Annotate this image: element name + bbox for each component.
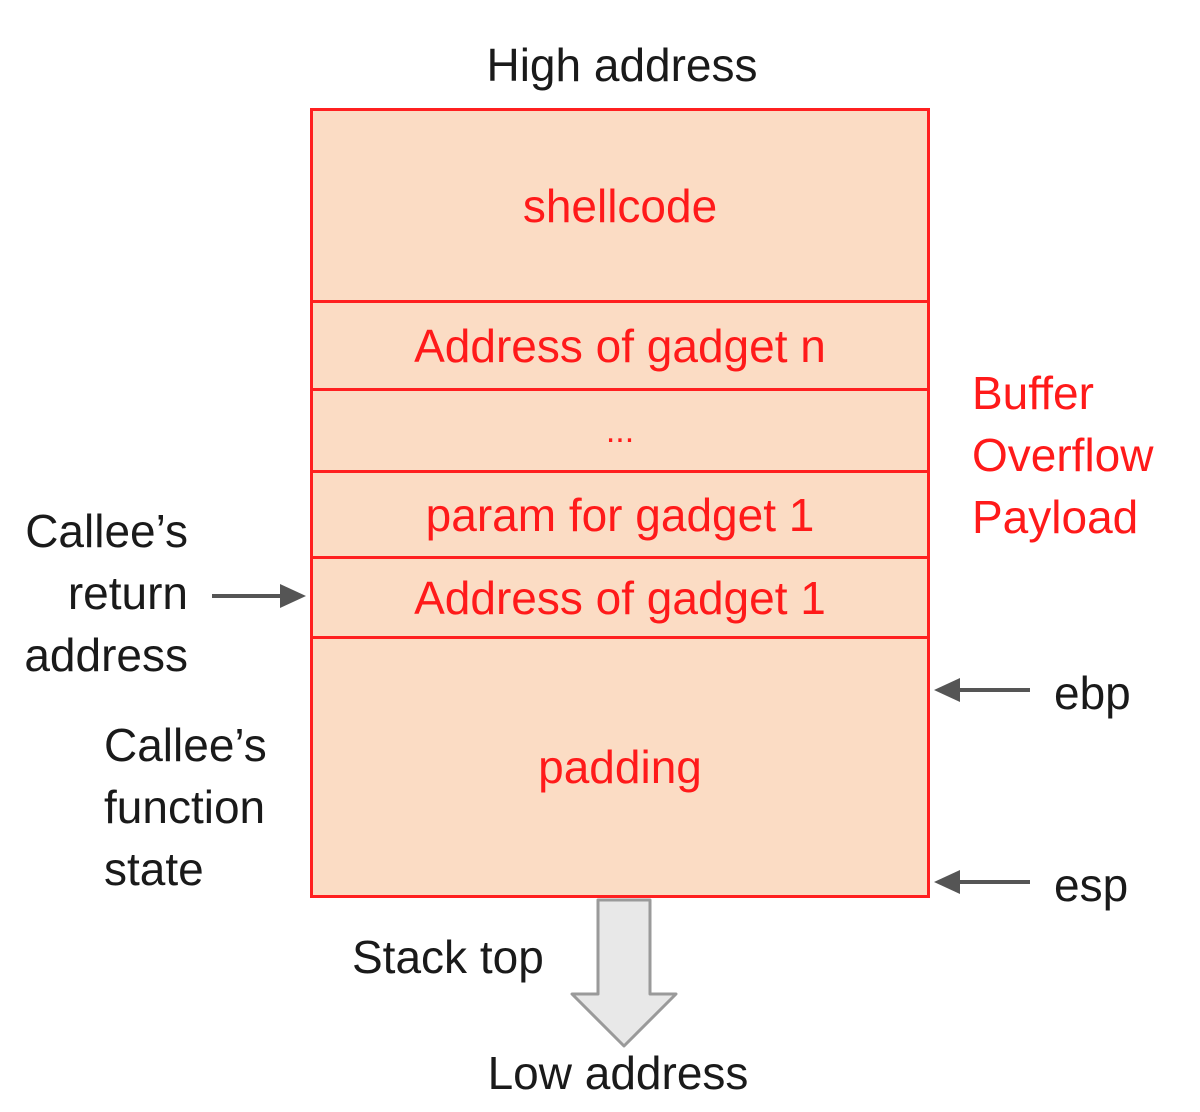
function-state-line-1: Callee’s <box>104 719 267 771</box>
function-state-line-3: state <box>104 843 204 895</box>
low-address-label: Low address <box>487 1047 749 1099</box>
callee-function-state-label: Callee’s function state <box>104 714 267 900</box>
cell-divider <box>313 556 927 559</box>
esp-label: esp <box>1054 859 1129 911</box>
gadget-n-address-cell: Address of gadget n <box>414 320 826 372</box>
return-address-line-1: Callee’s <box>25 505 188 557</box>
cell-divider <box>313 388 927 391</box>
buffer-overflow-payload-label: Buffer Overflow Payload <box>972 362 1153 548</box>
stack-top-down-arrow <box>570 898 678 1048</box>
stack-top-label: Stack top <box>352 931 544 983</box>
return-address-line-3: address <box>24 629 188 681</box>
stack-frame: shellcode Address of gadget n ... param … <box>310 108 930 898</box>
payload-line-3: Payload <box>972 491 1139 543</box>
shellcode-cell: shellcode <box>522 180 718 232</box>
return-address-line-2: return <box>67 567 188 619</box>
ellipsis-cell: ... <box>605 412 635 450</box>
payload-line-2: Overflow <box>972 429 1154 481</box>
function-state-line-2: function <box>104 781 266 833</box>
payload-line-1: Buffer <box>972 367 1094 419</box>
high-address-label: High address <box>486 39 758 91</box>
cell-divider <box>313 300 927 303</box>
ebp-arrow <box>934 678 1030 702</box>
gadget-1-address-cell: Address of gadget 1 <box>414 572 826 624</box>
ebp-label: ebp <box>1054 667 1131 719</box>
gadget-1-param-cell: param for gadget 1 <box>425 489 815 541</box>
return-address-arrow <box>212 584 306 608</box>
esp-arrow <box>934 870 1030 894</box>
callee-return-address-label: Callee’s return address <box>24 500 188 686</box>
cell-divider <box>313 470 927 473</box>
cell-divider <box>313 636 927 639</box>
padding-cell: padding <box>538 741 702 793</box>
